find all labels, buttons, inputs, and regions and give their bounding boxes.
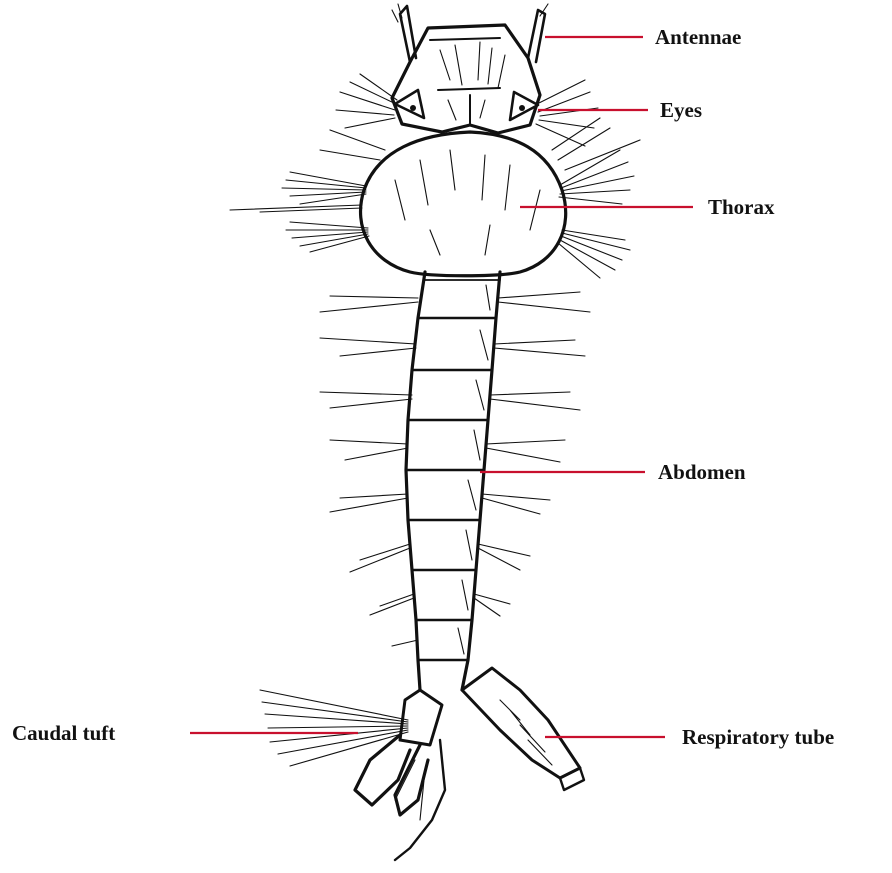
larva-thorax	[230, 118, 640, 278]
label-respiratory-tube: Respiratory tube	[682, 725, 834, 749]
larva-respiratory-tube	[462, 668, 584, 790]
larva-abdomen	[320, 272, 590, 690]
larva-head	[336, 4, 598, 146]
label-thorax: Thorax	[708, 195, 775, 219]
leader-lines	[190, 37, 693, 737]
larva-caudal-tuft	[260, 690, 445, 860]
larva-illustration	[230, 4, 640, 860]
label-abdomen: Abdomen	[658, 460, 746, 484]
label-caudal-tuft: Caudal tuft	[12, 721, 115, 745]
label-eyes: Eyes	[660, 98, 702, 122]
label-antennae: Antennae	[655, 25, 741, 49]
labels: Antennae Eyes Thorax Abdomen Caudal tuft…	[12, 25, 834, 749]
